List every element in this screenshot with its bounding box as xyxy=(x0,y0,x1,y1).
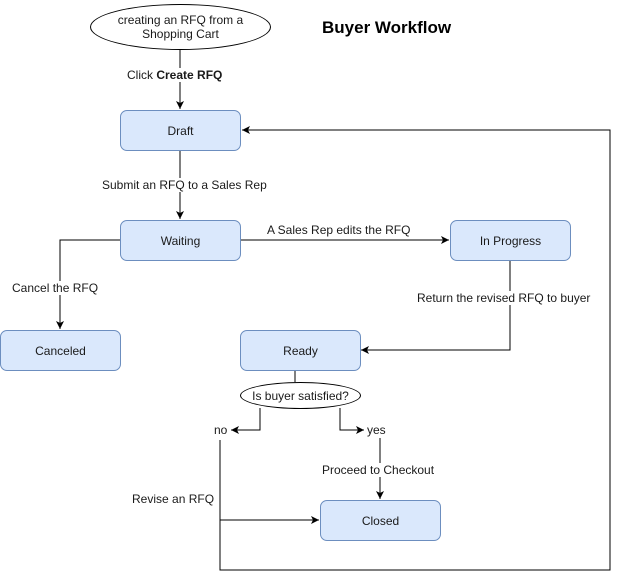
node-canceled: Canceled xyxy=(0,330,121,371)
node-in-progress: In Progress xyxy=(450,220,571,261)
diagram-title: Buyer Workflow xyxy=(322,18,452,37)
node-waiting: Waiting xyxy=(120,220,241,261)
edge-label-return: Return the revised RFQ to buyer xyxy=(417,291,591,305)
node-draft: Draft xyxy=(120,110,241,151)
edge-label-yes: yes xyxy=(367,423,386,437)
edge-label-edit: A Sales Rep edits the RFQ xyxy=(267,223,411,237)
edge-label-cancel: Cancel the RFQ xyxy=(12,281,99,295)
node-closed: Closed xyxy=(320,500,441,541)
start-ellipse: creating an RFQ from a Shopping Cart xyxy=(90,4,271,50)
node-ready: Ready xyxy=(240,330,361,371)
click-prefix: Click xyxy=(127,68,157,82)
start-line-2: Shopping Cart xyxy=(142,27,219,41)
edge-label-submit: Submit an RFQ to a Sales Rep xyxy=(102,178,267,192)
edge-label-checkout: Proceed to Checkout xyxy=(322,463,435,477)
start-line-1: creating an RFQ from a xyxy=(117,13,244,27)
decision-ellipse: Is buyer satisfied? xyxy=(240,382,361,409)
edge-label-revise: Revise an RFQ xyxy=(132,492,215,506)
click-action: Create RFQ xyxy=(156,68,223,82)
edge-waiting-to-canceled xyxy=(56,239,120,329)
edge-decision-to-yes xyxy=(339,408,364,434)
edge-decision-to-no xyxy=(231,408,261,434)
edge-label-click: Click Create RFQ xyxy=(127,68,223,82)
edge-revise-loop xyxy=(219,126,611,571)
edge-in-progress-to-ready xyxy=(361,261,511,354)
edge-label-no: no xyxy=(214,423,228,437)
